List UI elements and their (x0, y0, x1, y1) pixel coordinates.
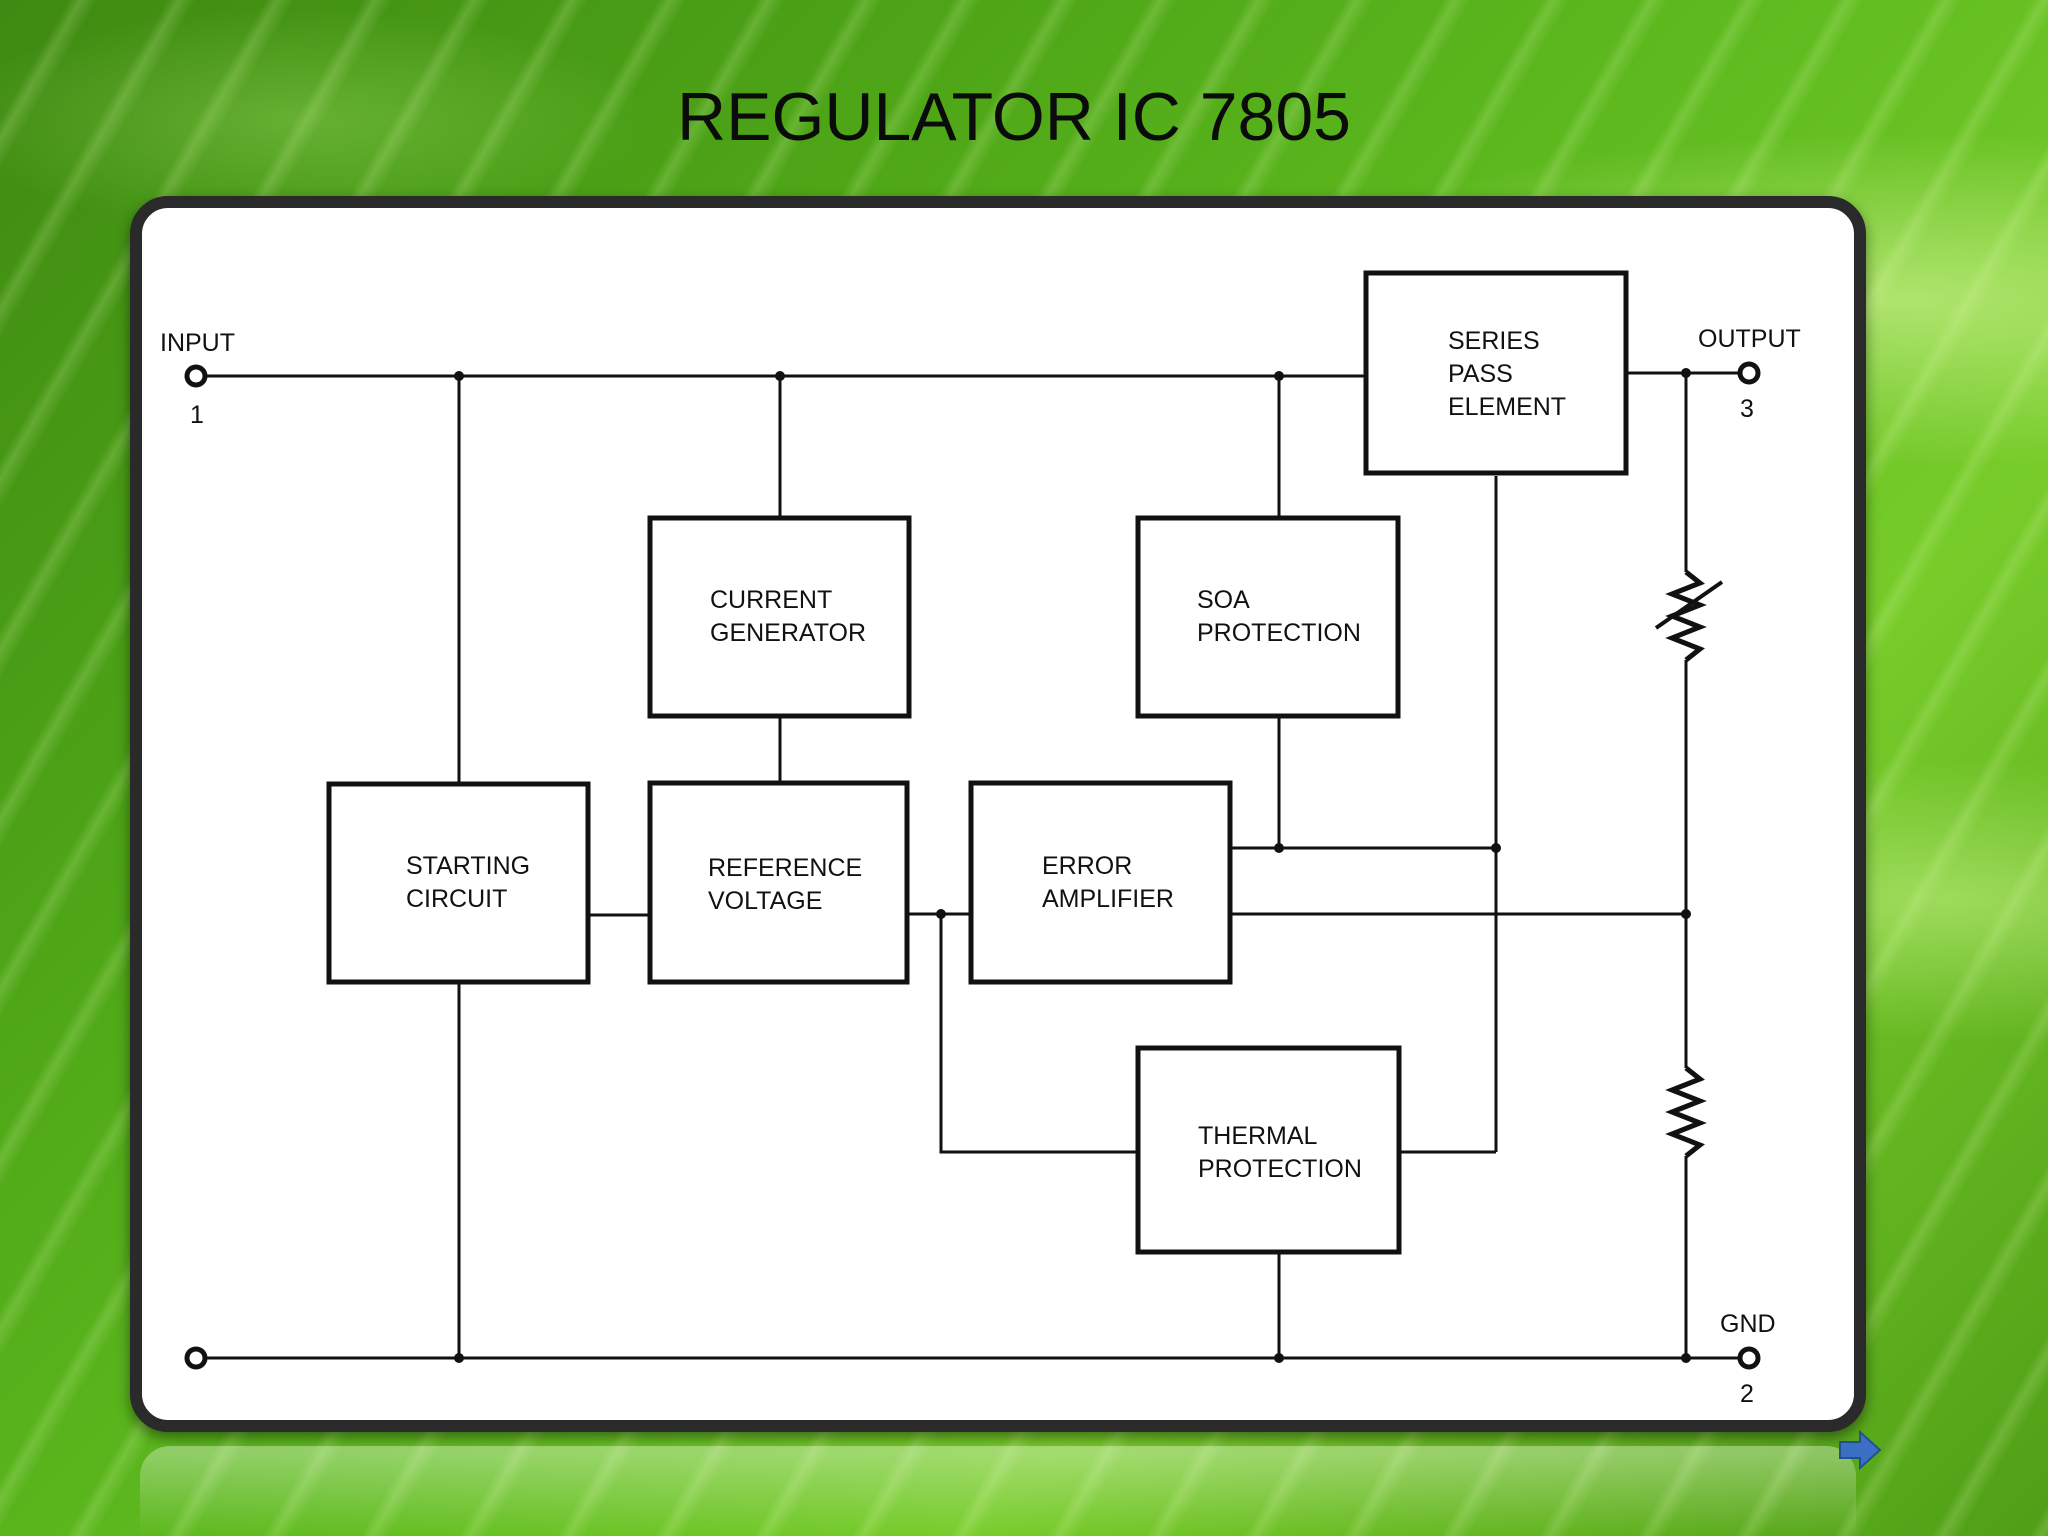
output-pin: 3 (1740, 395, 1754, 423)
junction-dot (1274, 1353, 1284, 1363)
error-amplifier-block (968, 780, 1233, 985)
reference-voltage-line-1: REFERENCE (708, 854, 862, 882)
thermal-protection-line-2: PROTECTION (1198, 1155, 1362, 1183)
input-pin: 1 (190, 401, 204, 429)
next-slide-arrow-icon[interactable] (1838, 1430, 1882, 1470)
soa-protection-line-1: SOA (1197, 586, 1250, 614)
input-terminal (184, 364, 208, 388)
junction-dot (1681, 368, 1691, 378)
slide-title: REGULATOR IC 7805 (677, 79, 1351, 155)
current-generator-line-1: CURRENT (710, 586, 832, 614)
panel-reflection (140, 1446, 1856, 1536)
reference-voltage-block (647, 780, 910, 985)
current-generator-line-2: GENERATOR (710, 619, 866, 647)
wire-reference-thermal (939, 914, 1138, 1154)
series-pass-line-3: ELEMENT (1448, 393, 1566, 421)
junction-dot (454, 371, 464, 381)
input-label: INPUT (160, 329, 235, 357)
output-terminal (1737, 361, 1761, 385)
junction-dot (1681, 1353, 1691, 1363)
current-generator-block (647, 515, 912, 719)
thermal-protection-block (1135, 1045, 1402, 1255)
gnd-pin: 2 (1740, 1380, 1754, 1408)
starting-circuit-line-2: CIRCUIT (406, 885, 507, 913)
gnd-label: GND (1720, 1310, 1776, 1338)
ground-left-terminal (184, 1346, 208, 1370)
junction-dot (454, 1353, 464, 1363)
starting-circuit-block (326, 781, 591, 985)
gnd-terminal (1737, 1346, 1761, 1370)
fixed-resistor (1665, 1066, 1707, 1158)
junction-dot (1274, 843, 1284, 853)
junction-dot (1681, 909, 1691, 919)
series-pass-line-1: SERIES (1448, 327, 1540, 355)
error-amplifier-line-1: ERROR (1042, 852, 1132, 880)
output-label: OUTPUT (1698, 325, 1801, 353)
junction-dot (936, 909, 946, 919)
reference-voltage-line-2: VOLTAGE (708, 887, 822, 915)
junction-dot (1491, 843, 1501, 853)
error-amplifier-line-2: AMPLIFIER (1042, 885, 1174, 913)
series-pass-line-2: PASS (1448, 360, 1513, 388)
soa-protection-line-2: PROTECTION (1197, 619, 1361, 647)
soa-protection-block (1135, 515, 1401, 719)
variable-resistor-arrow (1654, 580, 1724, 630)
series-pass-element-block (1363, 270, 1629, 476)
thermal-protection-line-1: THERMAL (1198, 1122, 1318, 1150)
junction-dot (775, 371, 785, 381)
starting-circuit-line-1: STARTING (406, 852, 530, 880)
junction-dot (1274, 371, 1284, 381)
